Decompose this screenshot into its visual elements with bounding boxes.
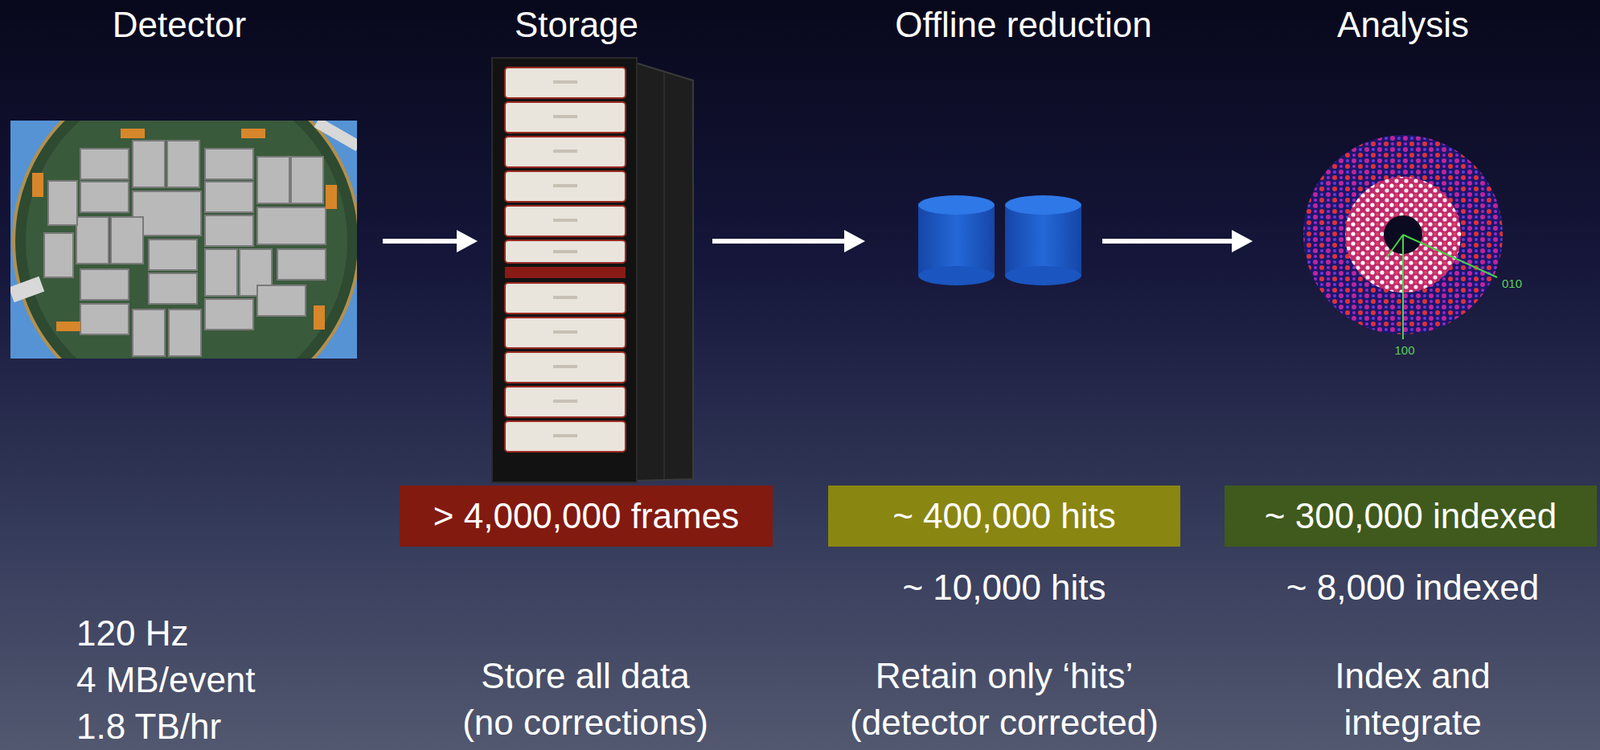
count-text: > 4,000,000 frames — [433, 496, 739, 537]
detector-spec: 120 Hz — [76, 614, 350, 653]
count-text: ~ 300,000 indexed — [1264, 496, 1557, 537]
count-note: ~ 8,000 indexed — [1227, 566, 1598, 609]
stage-heading: Detector — [46, 4, 312, 46]
detector-photo — [10, 120, 357, 359]
stage-description: Retain only ‘hits’ (detector corrected) — [843, 652, 1166, 747]
axis-label: 100 — [1380, 343, 1429, 358]
stage-description: Store all data (no corrections) — [455, 652, 717, 747]
storage-rack — [492, 57, 694, 483]
count-band: ~ 300,000 indexed — [1224, 485, 1597, 547]
axis-label: 010 — [1501, 276, 1551, 292]
stage-heading: Offline reduction — [838, 4, 1209, 46]
count-note: ~ 10,000 hits — [827, 566, 1182, 609]
stage-heading: Analysis — [1270, 4, 1536, 46]
stage-heading: Storage — [443, 4, 710, 46]
detector-spec: 4 MB/event — [76, 660, 350, 700]
count-text: ~ 400,000 hits — [892, 496, 1116, 537]
data-cylinders — [918, 195, 1082, 286]
count-band: ~ 400,000 hits — [828, 485, 1181, 547]
diffraction-pattern — [1302, 135, 1504, 340]
detector-spec: 1.8 TB/hr — [76, 707, 350, 747]
stage-description: Index and integrate — [1312, 652, 1514, 747]
count-band: > 4,000,000 frames — [399, 485, 773, 547]
